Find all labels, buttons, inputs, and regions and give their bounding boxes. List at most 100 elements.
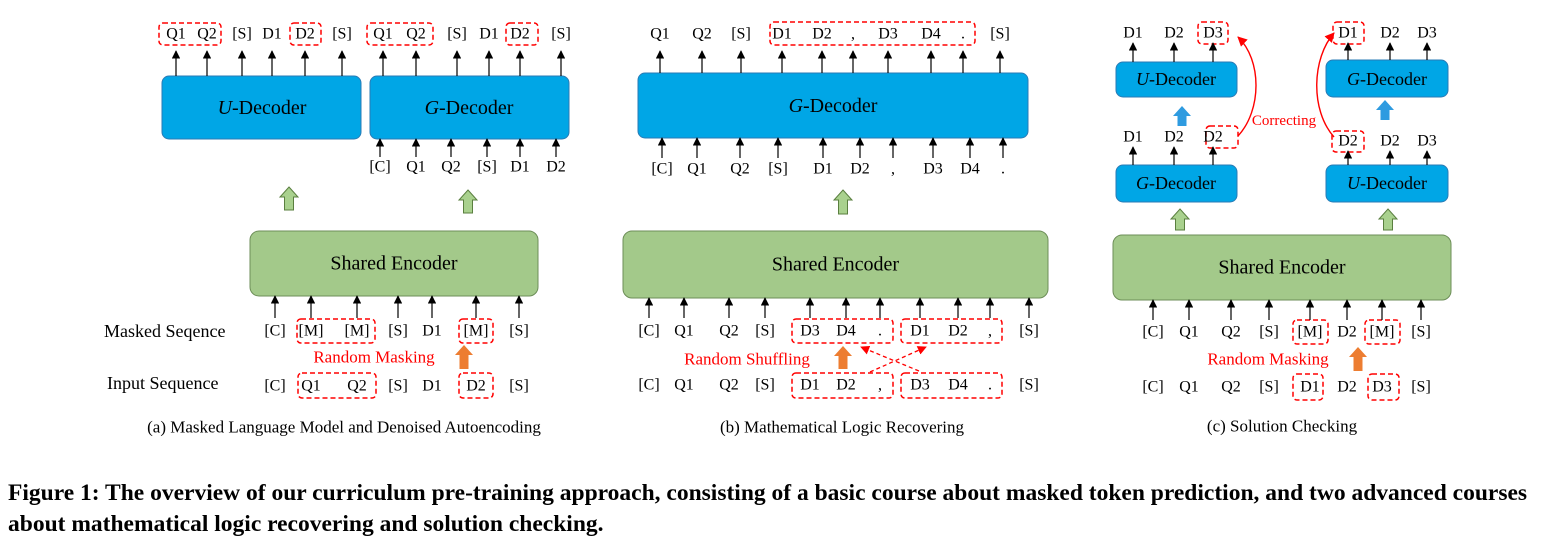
panel-c-shared-encoder-label: Shared Encoder xyxy=(1218,257,1346,279)
panel-a-g-decoder-label: G-Decoder xyxy=(425,97,514,119)
panel-b-g-input-token-4: D1 xyxy=(813,161,833,178)
panel-a-operation-label: Random Masking xyxy=(313,348,435,367)
panel-c-right-top-output-token-1: D2 xyxy=(1380,25,1400,42)
panel-a-u-decoder-label: U-Decoder xyxy=(218,97,307,119)
panel-b-g-decoder xyxy=(637,72,1029,139)
panel-c-left-bottom-output-token-1: D2 xyxy=(1164,129,1184,146)
panel-b-input-token-3: [S] xyxy=(755,377,775,394)
panel-c-right-bottom-output-token-1: D2 xyxy=(1380,133,1400,150)
panel-a-g-output-token-3: D1 xyxy=(479,26,499,43)
panel-b-g-output-token-6: D3 xyxy=(878,26,898,43)
panel-a-u-decoder xyxy=(161,75,362,140)
panel-a-u-output-token-3: D1 xyxy=(262,26,282,43)
panel-b-shuffled-highlight-1 xyxy=(791,318,894,344)
panel-a-masked-token-0: [C] xyxy=(264,323,285,340)
panel-b-shuffled-token-7: D1 xyxy=(910,323,930,340)
panel-b-g-output-token-7: D4 xyxy=(921,26,941,43)
panel-b-g-input-token-2: Q2 xyxy=(730,161,750,178)
panel-a-masked-token-1: [M] xyxy=(299,323,324,340)
panel-a-input-token-0: [C] xyxy=(264,378,285,395)
panel-c-orange-arrow xyxy=(1349,347,1367,371)
panel-c-masked-token-5: D2 xyxy=(1337,324,1357,341)
panel-b-shuffled-token-1: Q1 xyxy=(674,323,694,340)
panel-a-g-output-token-5: [S] xyxy=(551,26,571,43)
panel-a-input-highlight-2 xyxy=(458,372,494,399)
panel-c-masked-token-6: [M] xyxy=(1370,324,1395,341)
panel-c-input-token-6: D3 xyxy=(1372,379,1392,396)
panel-b-shuffle-arrow-2 xyxy=(860,345,920,372)
panel-b-g-output-highlight xyxy=(769,21,976,46)
panel-a-input-row-label: Input Sequence xyxy=(107,373,218,393)
panel-a-g-output-token-0: Q1 xyxy=(373,26,393,43)
panel-c-left-top-decoder-label: U-Decoder xyxy=(1136,69,1216,89)
panel-a-masked-row-label: Masked Seqence xyxy=(104,321,225,341)
panel-c-input-token-1: Q1 xyxy=(1179,379,1199,396)
panel-c-left-green-arrow xyxy=(1169,208,1191,231)
panel-a-input-highlight-1 xyxy=(297,372,377,399)
panel-a-g-input-token-5: D2 xyxy=(546,159,566,176)
panel-c-input-token-3: [S] xyxy=(1259,379,1279,396)
panel-c-right-bottom-decoder xyxy=(1325,164,1449,203)
panel-a-masked-token-2: [M] xyxy=(345,323,370,340)
panel-a-u-output-token-2: [S] xyxy=(232,26,252,43)
panel-c-masked-token-3: [S] xyxy=(1259,324,1279,341)
panel-a-masked-token-3: [S] xyxy=(388,323,408,340)
panel-a-g-output-token-2: [S] xyxy=(447,26,467,43)
panel-a-g-input-token-1: Q1 xyxy=(406,159,426,176)
panel-b-input-token-8: D4 xyxy=(948,377,968,394)
panel-b-input-token-4: D1 xyxy=(800,377,820,394)
panel-a-input-token-6: [S] xyxy=(509,378,529,395)
panel-b-input-token-10: [S] xyxy=(1019,377,1039,394)
panel-a-masked-token-5: [M] xyxy=(464,323,489,340)
panel-c-right-bottom-output-token-0: D2 xyxy=(1338,133,1358,150)
panel-b-shuffled-token-5: D4 xyxy=(836,323,856,340)
panel-a-g-output-token-4: D2 xyxy=(510,26,530,43)
panel-a-orange-arrow xyxy=(455,345,473,369)
panel-a-g-output-highlight-q xyxy=(366,22,434,46)
panel-b-g-output-token-0: Q1 xyxy=(650,26,670,43)
panel-c-operation-label: Random Masking xyxy=(1207,350,1329,369)
panel-a-caption: (a) Masked Language Model and Denoised A… xyxy=(147,418,541,437)
panel-c-correcting-arrow-left xyxy=(1237,36,1257,137)
panel-c-right-top-output-token-2: D3 xyxy=(1417,25,1437,42)
panel-b-up-arrow xyxy=(832,189,854,215)
panel-b-g-input-token-7: D3 xyxy=(923,161,943,178)
panel-c-left-top-output-token-0: D1 xyxy=(1123,25,1143,42)
panel-c-masked-highlight-1 xyxy=(1292,319,1329,345)
panel-a-input-token-5: D2 xyxy=(466,378,486,395)
panel-b-g-output-token-9: [S] xyxy=(990,26,1010,43)
panel-a-g-decoder xyxy=(369,75,570,140)
panel-a-u-output-highlight-d xyxy=(289,22,322,46)
panel-c-masked-token-1: Q1 xyxy=(1179,324,1199,341)
panel-a-u-output-token-4: D2 xyxy=(295,26,315,43)
panel-b-input-token-9: . xyxy=(988,377,992,394)
panel-a-input-token-1: Q1 xyxy=(301,378,321,395)
panel-c-left-bottom-highlight xyxy=(1205,125,1239,149)
panel-b-g-output-token-4: D2 xyxy=(812,26,832,43)
panel-c-input-token-4: D1 xyxy=(1300,379,1320,396)
panel-b-caption: (b) Mathematical Logic Recovering xyxy=(720,418,965,437)
panel-b-shared-encoder-label: Shared Encoder xyxy=(772,254,900,276)
panel-c-input-token-0: [C] xyxy=(1142,379,1163,396)
panel-c-right-bottom-highlight xyxy=(1331,130,1365,153)
panel-c-masked-highlight-2 xyxy=(1364,319,1401,345)
panel-b-shuffled-token-8: D2 xyxy=(948,323,968,340)
panel-c-right-blue-arrow xyxy=(1376,100,1394,120)
panel-c-masked-token-0: [C] xyxy=(1142,324,1163,341)
panel-a-up-arrow-right xyxy=(457,189,479,214)
panel-c-right-bottom-decoder-label: U-Decoder xyxy=(1347,173,1427,193)
panel-c-input-token-7: [S] xyxy=(1411,379,1431,396)
panel-b-input-highlight-2 xyxy=(900,372,1003,399)
panel-a-masked-highlight-1 xyxy=(296,318,376,344)
panel-b-input-highlight-1 xyxy=(791,372,894,399)
panel-a-masked-token-6: [S] xyxy=(509,323,529,340)
panel-a-masked-token-4: D1 xyxy=(422,323,442,340)
panel-c-input-highlight-2 xyxy=(1367,373,1400,401)
panel-c-right-top-decoder xyxy=(1325,59,1449,98)
panel-a-g-input-token-3: [S] xyxy=(477,159,497,176)
panel-a-g-output-token-1: Q2 xyxy=(406,26,426,43)
panel-b-input-token-6: , xyxy=(878,377,882,394)
panel-c-correcting-arrow-right xyxy=(1316,32,1335,138)
panel-b-input-token-0: [C] xyxy=(638,377,659,394)
